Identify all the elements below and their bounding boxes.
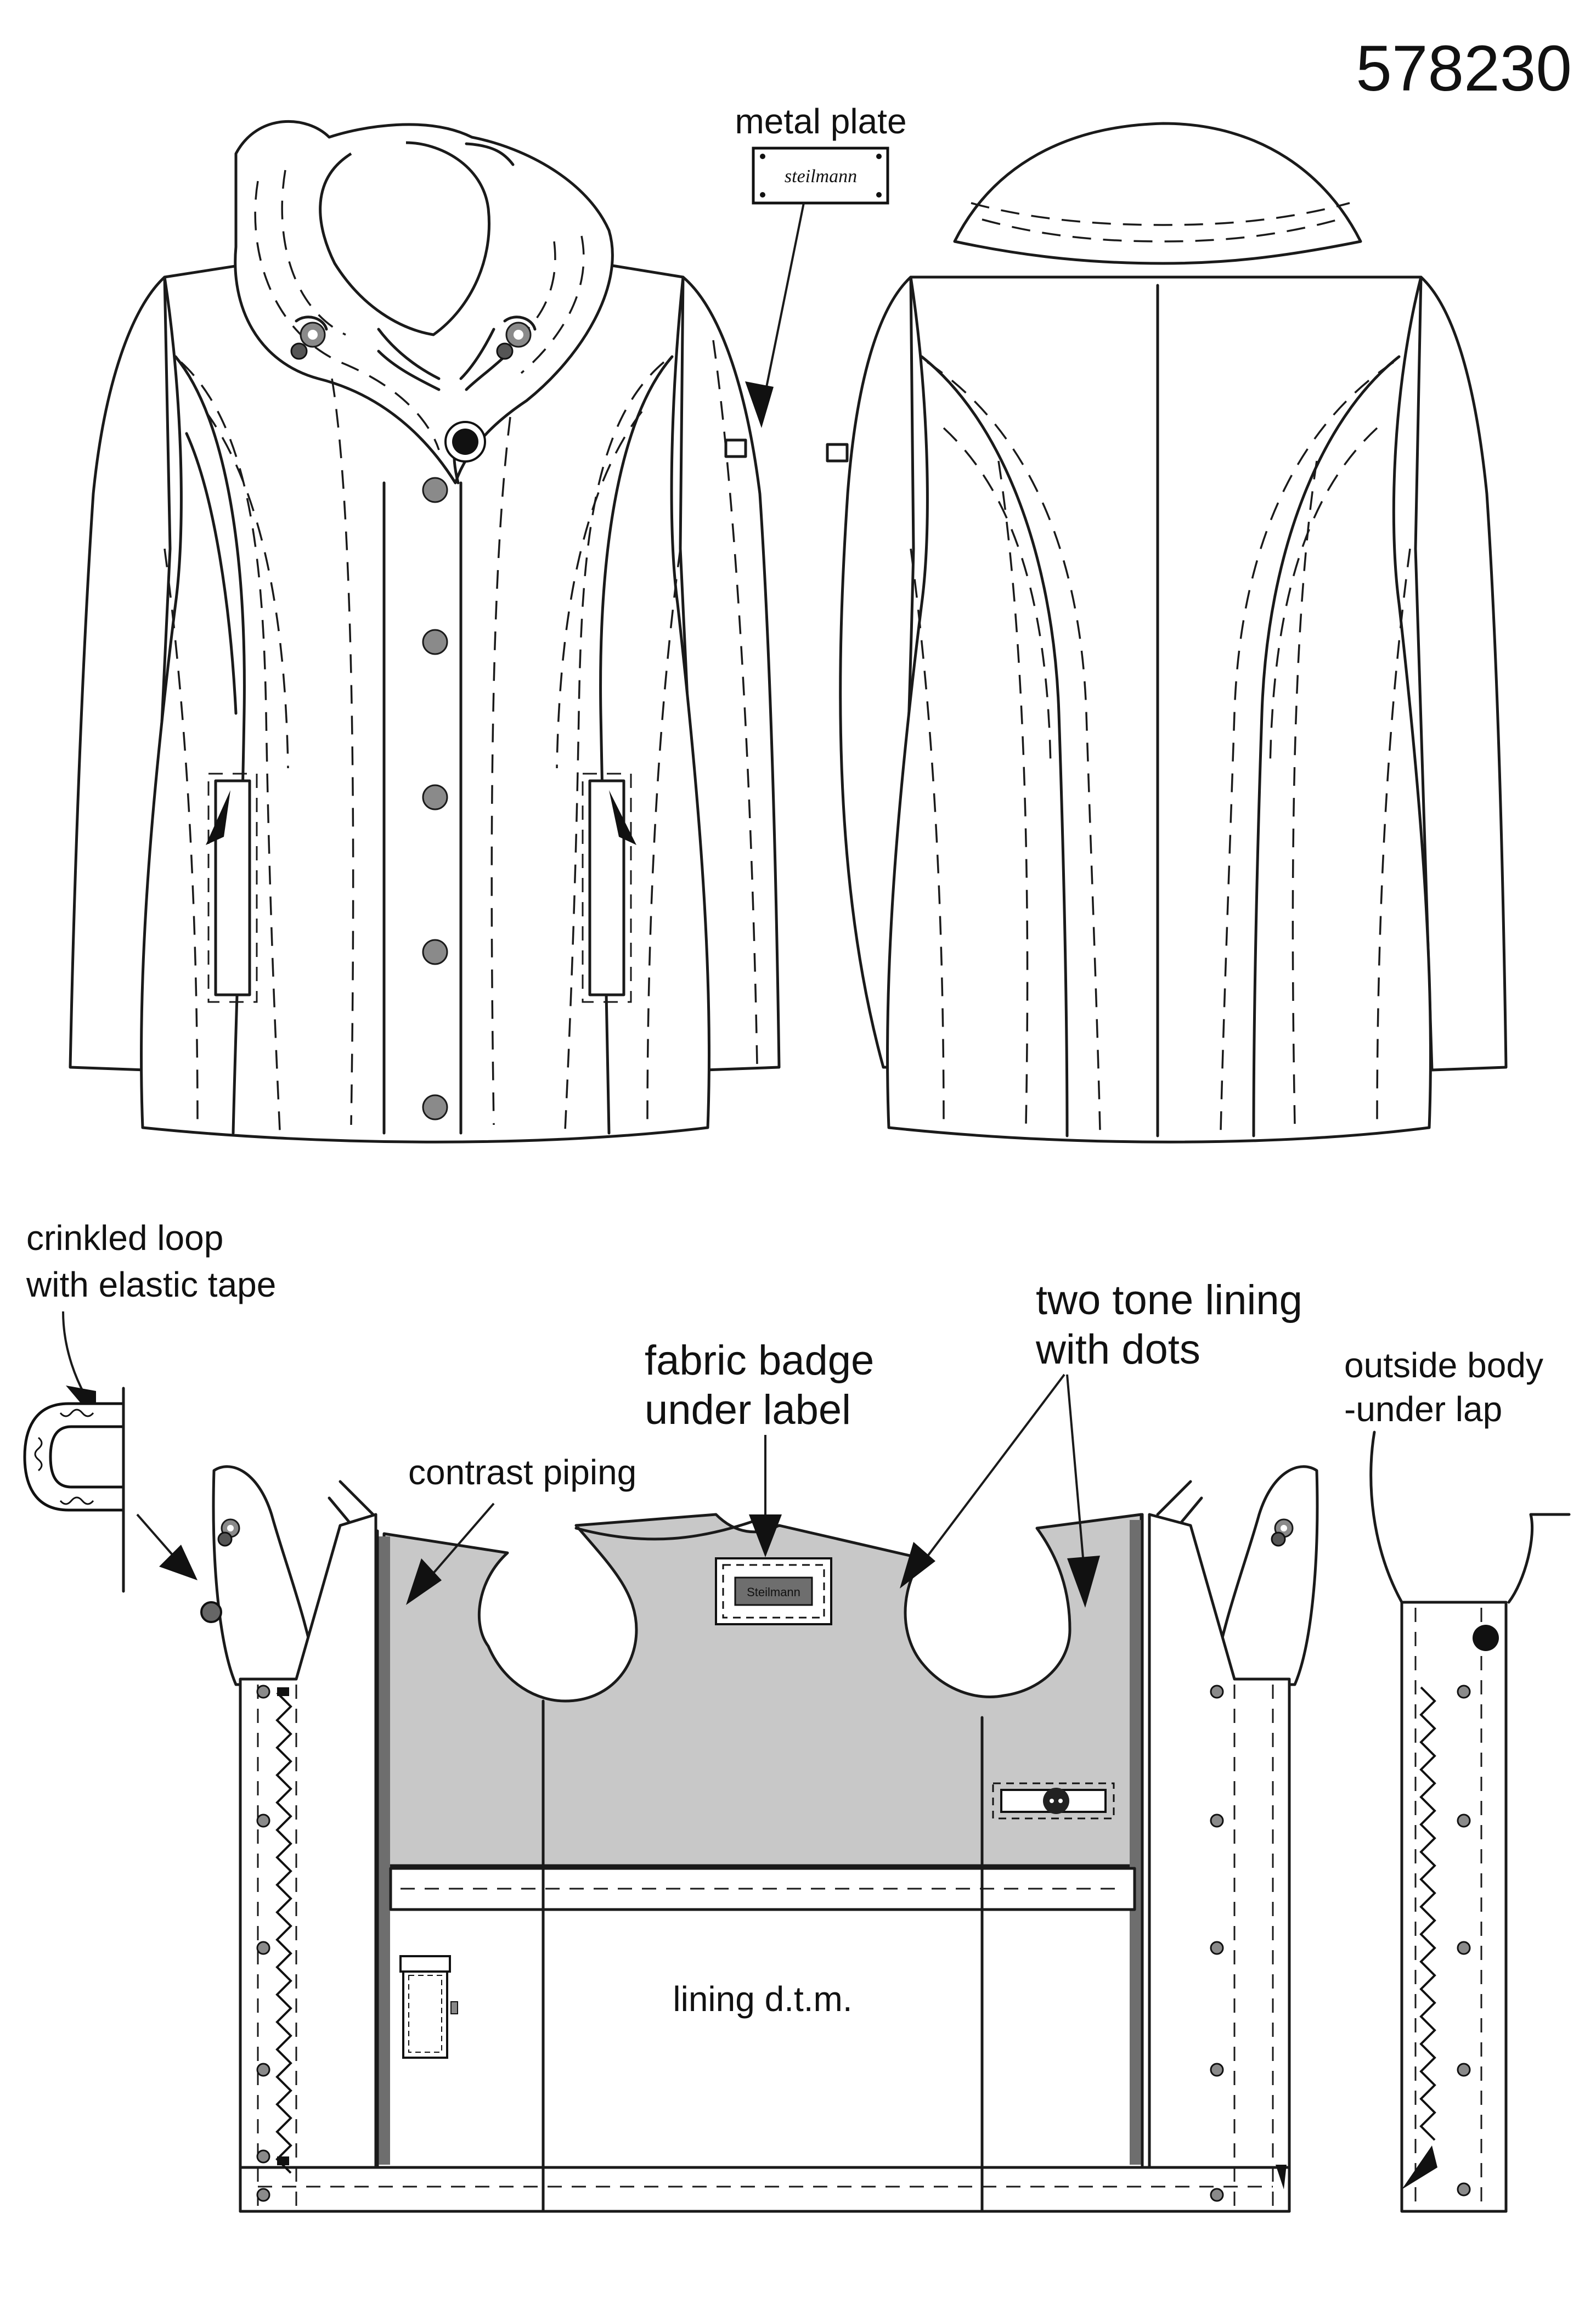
fabric-badge-label-1: fabric badge bbox=[645, 1337, 874, 1384]
badge-arrow-icon bbox=[749, 1514, 782, 1557]
lining-top-two-tone bbox=[382, 1513, 1143, 1867]
back-sleeve-plate-icon bbox=[826, 443, 849, 463]
lining-label: lining d.t.m. bbox=[673, 1979, 852, 2019]
outside-body-label-2: -under lap bbox=[1344, 1389, 1502, 1429]
contrast-piping-label: contrast piping bbox=[408, 1452, 636, 1492]
front-pocket-right bbox=[588, 779, 625, 996]
collar-toggle-right-icon bbox=[496, 316, 537, 360]
under-lap-arrow-icon bbox=[1402, 2145, 1437, 2189]
metal-plate-brand: steilmann bbox=[785, 166, 857, 187]
metal-plate-label: metal plate bbox=[735, 102, 906, 141]
back-body bbox=[886, 275, 1433, 1144]
fabric-badge-label-2: under label bbox=[645, 1387, 851, 1433]
front-sleeve-plate-icon bbox=[724, 438, 747, 458]
inside-toggle-left-icon bbox=[200, 1518, 240, 1623]
under-lap-button-icon bbox=[1473, 1625, 1499, 1651]
front-placket bbox=[382, 481, 463, 1135]
collar-toggle-left-icon bbox=[290, 316, 328, 360]
front-view bbox=[69, 120, 781, 1144]
under-lap-view bbox=[1369, 1431, 1571, 2213]
front-button-5 bbox=[422, 1094, 448, 1120]
crinkled-loop-label-2: with elastic tape bbox=[26, 1265, 276, 1304]
front-body bbox=[140, 256, 711, 1144]
zipper-left bbox=[275, 1692, 292, 2174]
two-tone-arrow-1-icon bbox=[900, 1542, 935, 1589]
metal-plate-arrow-icon bbox=[745, 381, 774, 428]
ticket-pocket-icon bbox=[399, 1955, 458, 2059]
front-neck-opening bbox=[319, 141, 490, 336]
two-tone-label-2: with dots bbox=[1035, 1326, 1200, 1373]
front-button-1 bbox=[422, 477, 448, 503]
pocket-arrow-left-icon bbox=[206, 790, 230, 845]
pocket-arrow-right-icon bbox=[609, 790, 636, 845]
back-view bbox=[826, 122, 1508, 1144]
piping-arrow-icon bbox=[406, 1558, 442, 1605]
front-button-4 bbox=[422, 939, 448, 965]
inner-pocket-icon bbox=[992, 1782, 1115, 1820]
inside-toggle-right-icon bbox=[1271, 1518, 1294, 1547]
inside-view: Steilmann bbox=[200, 1465, 1319, 2213]
metal-plate-icon: steilmann bbox=[752, 147, 889, 205]
front-pocket-left bbox=[214, 779, 251, 996]
crinkled-loop-label-1: crinkled loop bbox=[26, 1218, 223, 1258]
loop-arrow-2-icon bbox=[159, 1545, 198, 1580]
fabric-badge-icon: Steilmann bbox=[715, 1557, 832, 1625]
fabric-badge-brand: Steilmann bbox=[747, 1585, 800, 1599]
two-tone-arrow-2-icon bbox=[1067, 1556, 1100, 1608]
front-top-button-icon bbox=[444, 421, 486, 463]
back-collar bbox=[953, 122, 1362, 265]
front-button-3 bbox=[422, 784, 448, 810]
back-right-sleeve bbox=[1414, 275, 1508, 1072]
front-button-2 bbox=[422, 629, 448, 655]
article-number: 578230 bbox=[1356, 32, 1572, 105]
crinkled-loop-icon bbox=[23, 1387, 125, 1593]
two-tone-label-1: two tone lining bbox=[1036, 1277, 1302, 1324]
outside-body-label-1: outside body bbox=[1344, 1345, 1543, 1385]
